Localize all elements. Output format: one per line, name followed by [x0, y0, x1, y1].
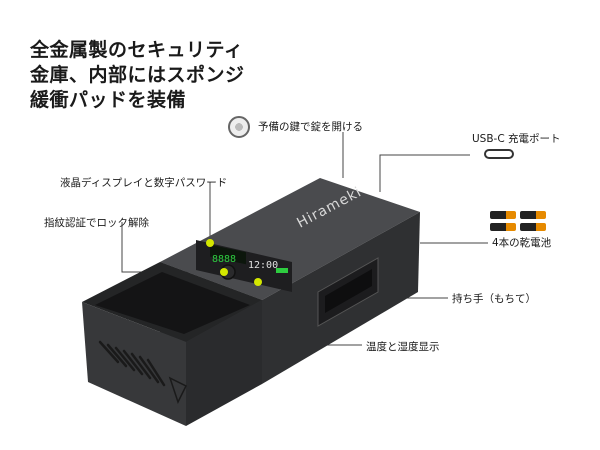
vent-slits: [98, 340, 166, 387]
callout-dot-fingerprint: [220, 268, 228, 276]
headline: 全金属製のセキュリティ 金庫、内部にはスポンジ 緩衝パッドを装備: [30, 38, 245, 113]
display-battery-bar: [276, 268, 288, 273]
usb-c-icon: [484, 149, 514, 159]
callout-fingerprint: 指紋認証でロック解除: [44, 217, 149, 229]
display-digits: 8888: [212, 254, 236, 265]
callout-dot-display: [254, 278, 262, 286]
display-time: 12:00: [248, 260, 278, 271]
headline-line-3: 緩衝パッドを装備: [30, 89, 187, 111]
drawer-side: [186, 300, 262, 426]
lcd-display: [210, 244, 246, 265]
drawer-arrow: [168, 376, 188, 404]
callout-key: 予備の鍵で錠を開ける: [258, 121, 363, 133]
key-icon: [228, 116, 250, 138]
headline-line-2: 金庫、内部にはスポンジ: [30, 64, 245, 86]
callout-usb: USB-C 充電ポート: [472, 133, 561, 145]
callout-handle: 持ち手（もちて）: [452, 293, 536, 305]
side-handle-inner: [325, 269, 372, 313]
leader-usb: [379, 154, 470, 192]
battery-icon: [490, 211, 546, 233]
callout-battery: 4本の乾電池: [492, 237, 552, 249]
headline-line-1: 全金属製のセキュリティ: [30, 39, 244, 61]
callout-dot-lcd: [206, 239, 214, 247]
callout-sensor: 温度と湿度显示: [366, 341, 440, 353]
drawer-interior: [95, 272, 250, 334]
callout-lcd: 液晶ディスプレイと数字パスワード: [60, 177, 228, 189]
